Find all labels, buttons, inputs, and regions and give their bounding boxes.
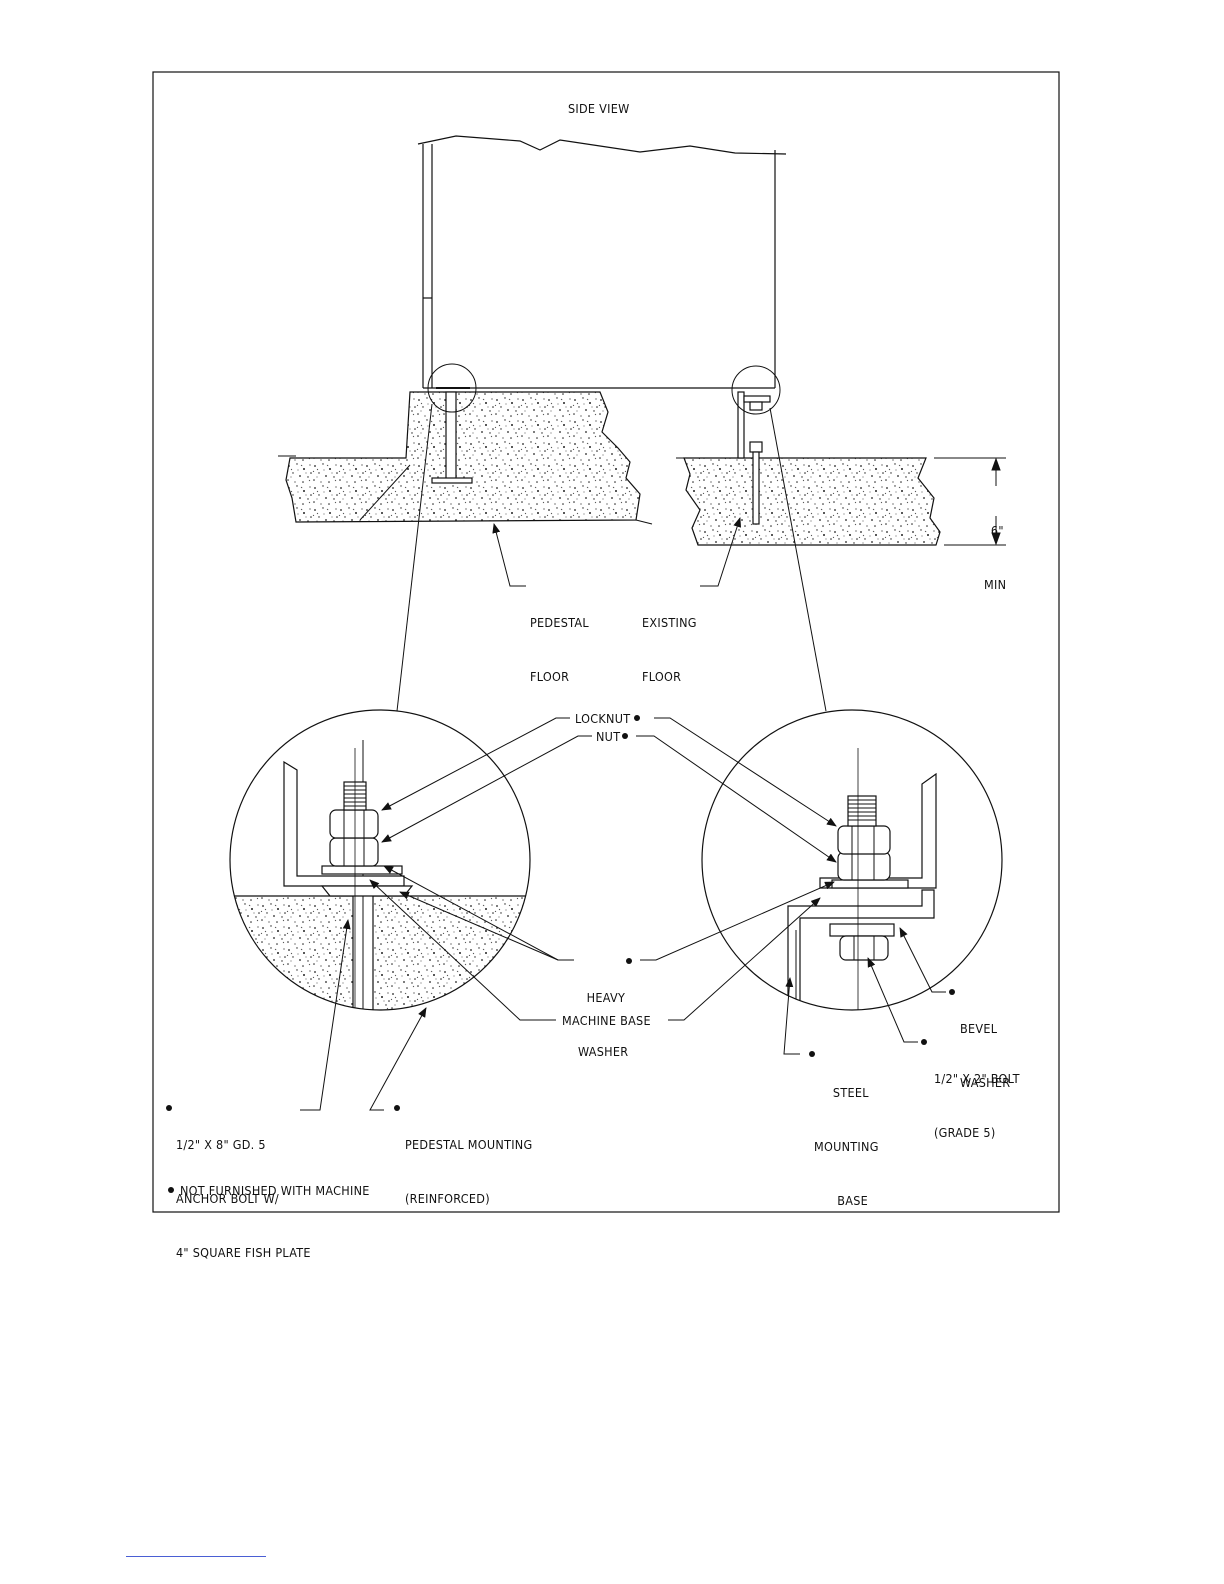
leader-existing-floor <box>700 517 742 587</box>
label-pedestal-mounting: PEDESTAL MOUNTING (REINFORCED) <box>405 1100 532 1226</box>
label-pedestal-mounting-line2: (REINFORCED) <box>405 1191 490 1206</box>
dimension-6in <box>934 457 1006 546</box>
label-pedestal-floor-line1: PEDESTAL <box>530 615 589 630</box>
pedestal-anchor-bolt <box>431 387 473 484</box>
label-anchor-bolt: 1/2" X 8" GD. 5 ANCHOR BOLT W/ 4" SQUARE… <box>176 1100 311 1280</box>
page-link-underline[interactable] <box>126 1556 266 1557</box>
label-pedestal-floor: PEDESTAL FLOOR <box>530 578 589 704</box>
existing-floor-concrete <box>683 457 941 546</box>
label-bevel-washer-line2: WASHER <box>960 1075 1011 1090</box>
label-bolt: 1/2" X 2" BOLT (GRADE 5) <box>934 1034 1020 1160</box>
label-locknut: LOCKNUT <box>575 711 631 726</box>
label-bevel-washer-line1: BEVEL <box>960 1021 998 1036</box>
detail-pedestal-mounting <box>229 709 531 1011</box>
label-heavy-washer: HEAVY WASHER <box>578 953 628 1079</box>
drawing-border <box>152 71 1060 1213</box>
footnote-not-furnished: NOT FURNISHED WITH MACHINE <box>180 1183 370 1198</box>
label-existing-floor: EXISTING FLOOR <box>642 578 697 704</box>
label-bevel-washer: BEVEL WASHER <box>960 984 1010 1110</box>
not-furnished-markers <box>166 715 955 1193</box>
label-bolt-line1: 1/2" X 2" BOLT <box>934 1071 1020 1086</box>
label-heavy-washer-line1: HEAVY <box>586 990 626 1005</box>
label-steel-line2: MOUNTING <box>814 1139 879 1154</box>
label-steel-line3: BASE <box>837 1193 869 1208</box>
label-pedestal-floor-line2: FLOOR <box>530 669 570 684</box>
detail-steel-mounting <box>701 709 1003 1011</box>
label-machine-base: MACHINE BASE <box>562 1013 651 1028</box>
leader-pedestal-floor <box>492 523 526 587</box>
label-bolt-line2: (GRADE 5) <box>934 1125 996 1140</box>
dimension-value: 6" <box>990 523 1004 538</box>
label-steel-line1: STEEL <box>832 1085 869 1100</box>
label-steel-mounting-base: STEEL MOUNTING BASE <box>814 1048 879 1228</box>
label-nut: NUT <box>596 729 621 744</box>
dimension-label: 6" MIN <box>984 486 1006 612</box>
steel-mounting-base-side <box>737 391 771 525</box>
dimension-unit: MIN <box>984 577 1007 592</box>
label-anchor-line1: 1/2" X 8" GD. 5 <box>176 1137 266 1152</box>
pedestal-floor-concrete <box>285 391 641 523</box>
machine-cabinet <box>417 135 787 389</box>
label-anchor-line2: ANCHOR BOLT W/ <box>176 1191 279 1206</box>
label-pedestal-mounting-line1: PEDESTAL MOUNTING <box>405 1137 533 1152</box>
label-existing-floor-line1: EXISTING <box>642 615 697 630</box>
detail-callout-right <box>731 365 781 415</box>
view-title: SIDE VIEW <box>568 101 630 116</box>
detail-callout-left <box>427 363 477 413</box>
label-existing-floor-line2: FLOOR <box>642 669 682 684</box>
label-anchor-line3: 4" SQUARE FISH PLATE <box>176 1245 311 1260</box>
label-heavy-washer-line2: WASHER <box>578 1044 629 1059</box>
